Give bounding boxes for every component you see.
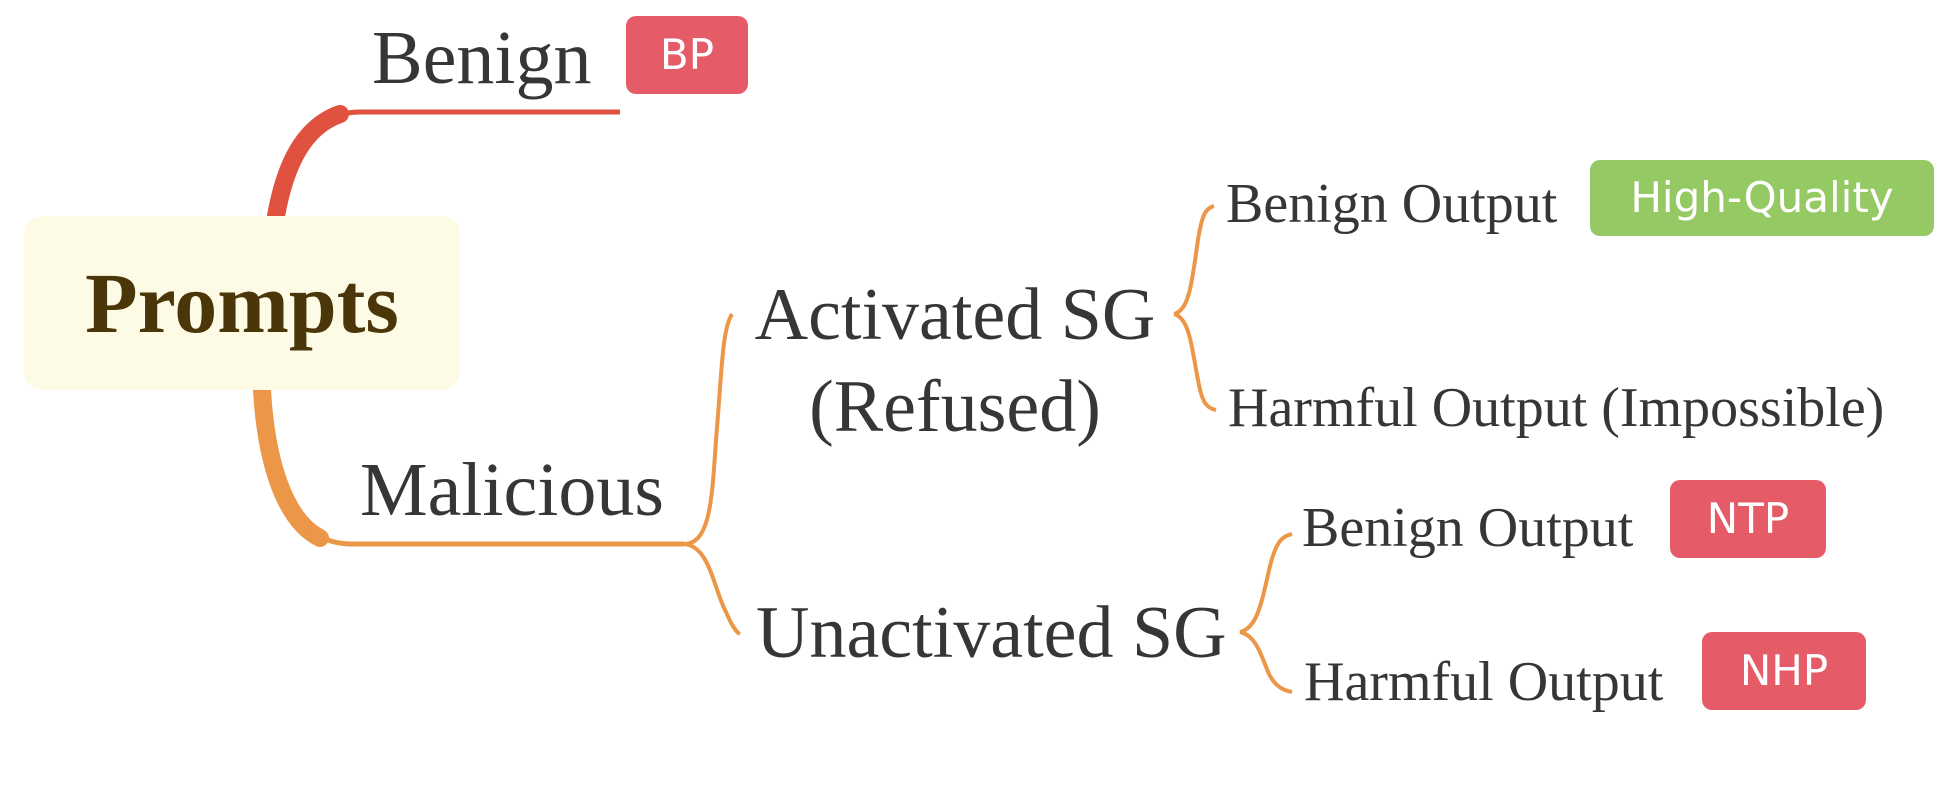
benign-branch-thick	[267, 105, 349, 225]
activated-harmful-output-label: Harmful Output (Impossible)	[1228, 377, 1885, 439]
root-label: Prompts	[85, 255, 399, 351]
malicious-branch-connector	[259, 389, 684, 547]
unactivated-benign-output-connector	[1239, 532, 1293, 634]
malicious-node-label: Malicious	[360, 448, 664, 532]
unactivated-sg-node-label: Unactivated SG	[756, 592, 1227, 674]
nhp-tag: NHP	[1702, 632, 1866, 710]
activated-benign-output-connector	[1173, 204, 1215, 316]
malicious-branch-thick	[253, 381, 329, 547]
unactivated-sg-connector	[683, 542, 742, 636]
benign-node-label: Benign	[372, 16, 592, 100]
bp-tag: BP	[626, 16, 748, 94]
activated-benign-output-label: Benign Output	[1226, 173, 1558, 235]
ntp-tag: NTP	[1670, 480, 1826, 558]
unactivated-harmful-output-label: Harmful Output	[1304, 651, 1664, 713]
high-quality-tag: High-Quality	[1590, 160, 1934, 236]
unactivated-harmful-output-connector	[1239, 630, 1293, 694]
root-node: Prompts	[24, 216, 460, 390]
activated-harmful-output-connector	[1173, 312, 1217, 412]
activated-sg-node-line2: (Refused)	[809, 366, 1101, 448]
activated-sg-node-line1: Activated SG	[754, 274, 1156, 356]
activated-sg-connector	[683, 312, 734, 546]
unactivated-benign-output-label: Benign Output	[1302, 497, 1634, 559]
